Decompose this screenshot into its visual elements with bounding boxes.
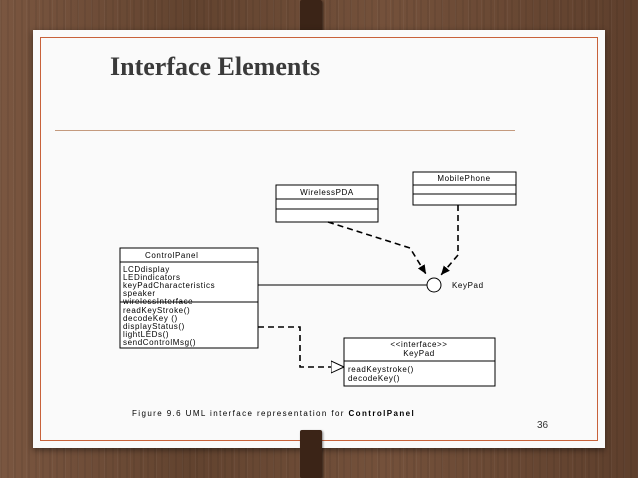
controlpanel-attribute: wirelessInterface — [122, 297, 193, 306]
keypad-interface-name: KeyPad — [403, 349, 435, 358]
controlpanel-operation: lightLEDs() — [123, 330, 169, 339]
wirelesspda-class: WirelessPDA — [275, 184, 379, 223]
page-number: 36 — [537, 420, 549, 431]
controlpanel-attribute: LCDdisplay — [123, 265, 170, 274]
controlpanel-name: ControlPanel — [145, 251, 198, 260]
controlpanel-class: ControlPanel LCDdisplay LEDindicators ke… — [119, 247, 259, 349]
mobilephone-class: MobilePhone — [412, 171, 517, 206]
keypad-lollipop-label: KeyPad — [452, 281, 484, 290]
realization-arrow — [258, 326, 344, 367]
slide-title: Interface Elements — [110, 52, 321, 81]
mobilephone-box — [412, 171, 517, 206]
phone-dependency-arrow — [440, 205, 459, 276]
controlpanel-attribute: LEDindicators — [123, 273, 181, 282]
keypad-interface-stereotype: <<interface>> — [390, 340, 447, 349]
keypad-interface-operation: readKeystroke() — [348, 365, 414, 374]
figure-caption-text: Figure 9.6 UML interface representation … — [132, 409, 349, 418]
slide-paper — [33, 30, 605, 448]
controlpanel-operation: readKeyStroke() — [123, 306, 190, 315]
controlpanel-operation: displayStatus() — [123, 322, 185, 331]
keypad-interface-class: <<interface>> KeyPad readKeystroke() dec… — [343, 337, 496, 387]
keypad-interface-box — [343, 337, 496, 387]
wirelesspda-name: WirelessPDA — [300, 188, 354, 197]
figure-caption: Figure 9.6 UML interface representation … — [132, 409, 415, 418]
controlpanel-box — [119, 247, 259, 349]
title-rule — [55, 130, 515, 131]
controlpanel-attribute: speaker — [123, 289, 156, 298]
figure-caption-bold: ControlPanel — [349, 409, 416, 418]
mobilephone-name: MobilePhone — [437, 174, 490, 183]
controlpanel-attribute: keyPadCharacteristics — [123, 281, 215, 290]
keypad-lollipop-circle — [426, 277, 442, 293]
pda-dependency-arrow — [327, 221, 427, 275]
keypad-interface-operation: decodeKey() — [348, 374, 400, 383]
top-clip — [300, 0, 322, 38]
bottom-clip — [300, 430, 322, 478]
wirelesspda-box — [275, 184, 379, 223]
controlpanel-operation: sendControlMsg() — [123, 338, 196, 347]
controlpanel-operation: decodeKey () — [123, 314, 178, 323]
